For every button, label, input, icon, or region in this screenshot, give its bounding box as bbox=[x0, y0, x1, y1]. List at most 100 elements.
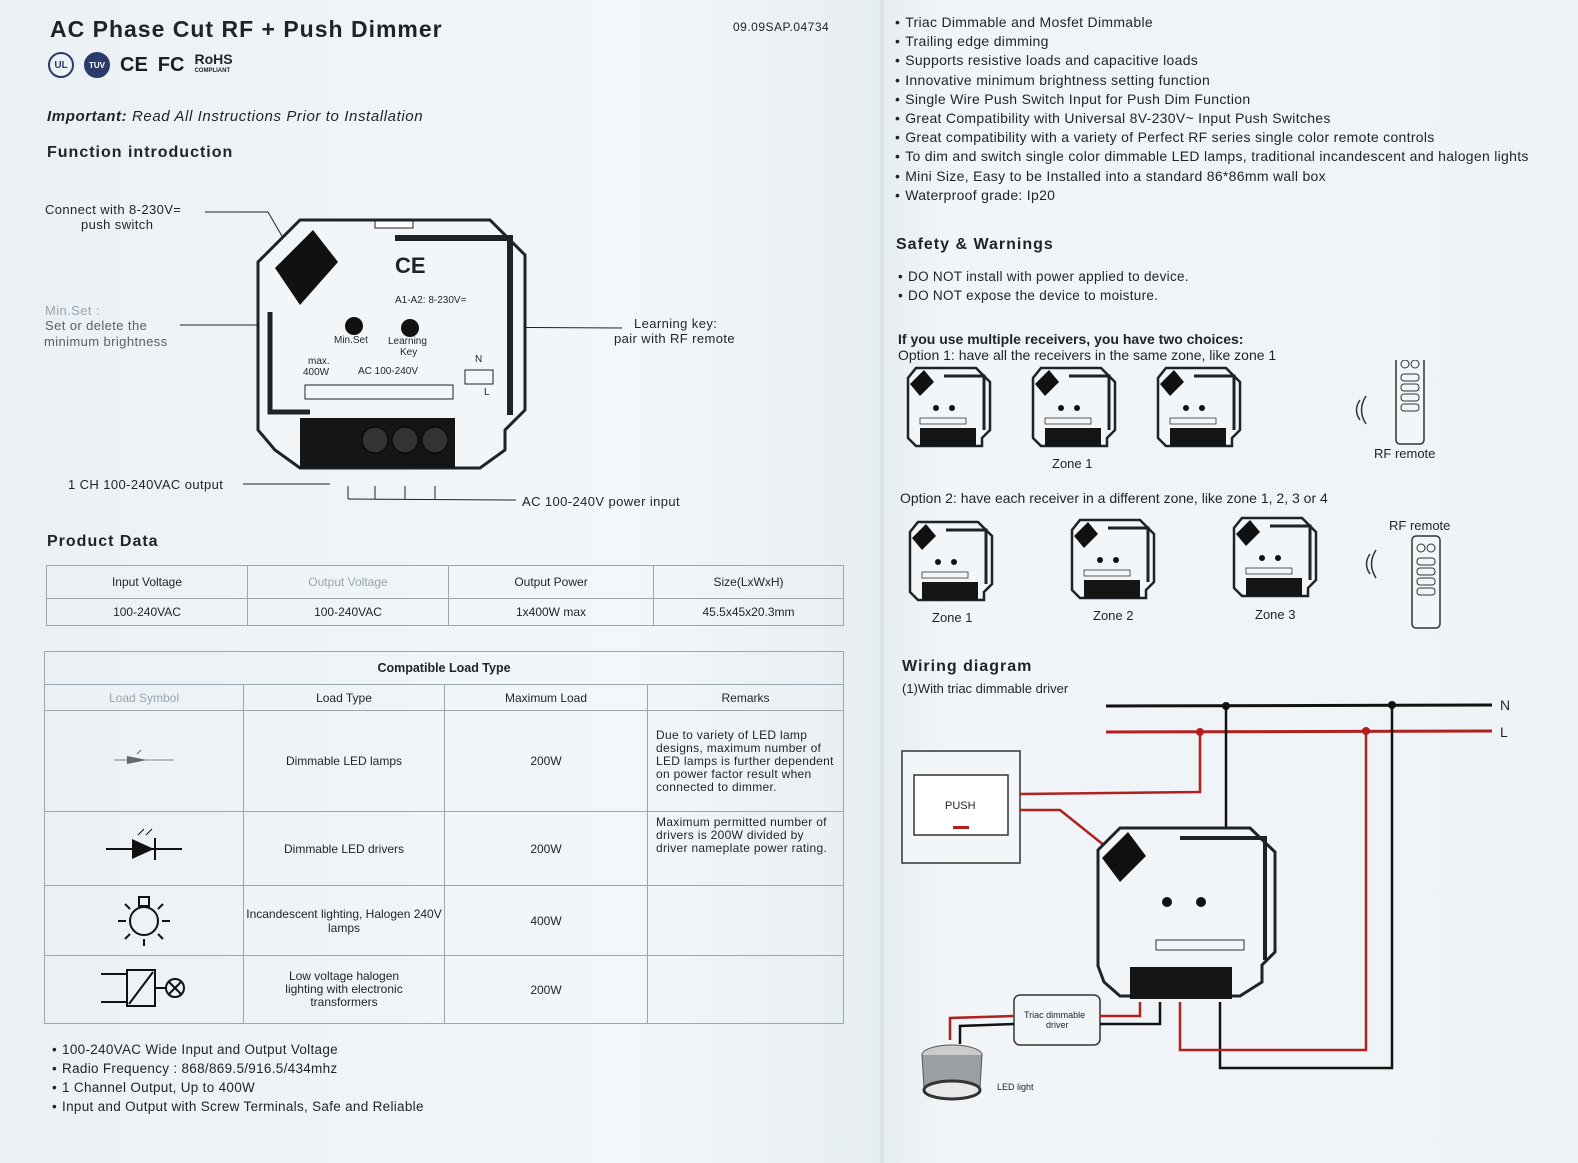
table-row: Dimmable LED drivers 200W Maximum permit… bbox=[44, 811, 844, 886]
ce-cert-icon: CE bbox=[120, 53, 148, 76]
spec-list: 100-240VAC Wide Input and Output Voltage… bbox=[52, 1040, 424, 1116]
spec-item: 100-240VAC Wide Input and Output Voltage bbox=[52, 1040, 424, 1059]
pd-header-output-power: Output Power bbox=[448, 565, 654, 599]
load-type-cell: Incandescent lighting, Halogen 240V lamp… bbox=[243, 885, 445, 956]
paper-fold bbox=[880, 0, 884, 1163]
feature-item: Waterproof grade: Ip20 bbox=[895, 186, 1529, 205]
ul-cert-icon: UL bbox=[48, 52, 74, 78]
safety-heading: Safety & Warnings bbox=[896, 236, 1054, 253]
load-max-cell: 200W bbox=[444, 710, 648, 812]
feature-item: Great Compatibility with Universal 8V-23… bbox=[895, 109, 1529, 128]
output-label: 1 CH 100-240VAC output bbox=[68, 477, 224, 492]
table-row: Incandescent lighting, Halogen 240V lamp… bbox=[44, 885, 844, 956]
function-diagram bbox=[180, 211, 623, 501]
wiring-heading: Wiring diagram bbox=[902, 658, 1033, 675]
zone-label: Zone 2 bbox=[1093, 608, 1134, 623]
minset-label-2: Set or delete the bbox=[45, 318, 148, 333]
load-max-cell: 400W bbox=[444, 885, 648, 956]
wiring-diagram bbox=[901, 701, 1493, 1101]
learning-key-label: Learning key: bbox=[634, 316, 718, 331]
device-key-label: Key bbox=[400, 347, 418, 358]
device-learning-label: Learning bbox=[388, 336, 427, 347]
option2-text: Option 2: have each receiver in a differ… bbox=[900, 490, 1328, 506]
input-label: AC 100-240V power input bbox=[522, 494, 681, 509]
product-data-table: Input Voltage Output Voltage Output Powe… bbox=[46, 565, 844, 626]
load-remarks-cell: Maximum permitted number of drivers is 2… bbox=[647, 811, 844, 886]
led-light-label: LED light bbox=[997, 1082, 1034, 1092]
pd-value-output-power: 1x400W max bbox=[448, 598, 654, 626]
load-max-cell: 200W bbox=[444, 811, 648, 886]
driver-label-2: driver bbox=[1046, 1020, 1069, 1030]
incandescent-bulb-icon bbox=[44, 885, 244, 956]
table-row: Low voltage halogen lighting with electr… bbox=[44, 955, 844, 1024]
tuv-cert-icon: TUV bbox=[84, 52, 110, 78]
fcc-cert-icon: FC bbox=[157, 53, 185, 76]
zone-label: Zone 3 bbox=[1255, 607, 1296, 622]
feature-item: Mini Size, Easy to be Installed into a s… bbox=[895, 167, 1529, 186]
zone-label: Zone 1 bbox=[1052, 456, 1093, 471]
rf-remote-label: RF remote bbox=[1374, 446, 1436, 461]
transformer-icon bbox=[44, 955, 244, 1024]
pd-value-input: 100-240VAC bbox=[46, 598, 248, 626]
device-ce-mark: CE bbox=[395, 253, 426, 278]
connect-label-2: push switch bbox=[81, 217, 154, 232]
push-switch-label: PUSH bbox=[945, 800, 976, 812]
minset-label: Min.Set : bbox=[45, 303, 100, 318]
load-remarks-cell: Due to variety of LED lamp designs, maxi… bbox=[647, 710, 844, 812]
device-maxw-label: 400W bbox=[303, 367, 330, 378]
device-n-label: N bbox=[475, 354, 483, 365]
important-prefix: Important: bbox=[47, 108, 128, 125]
pd-value-output-voltage: 100-240VAC bbox=[247, 598, 449, 626]
device-a1a2-label: A1-A2: 8-230V= bbox=[395, 295, 467, 306]
connect-label: Connect with 8-230V= bbox=[45, 202, 182, 217]
product-data-heading: Product Data bbox=[47, 533, 159, 550]
safety-list: DO NOT install with power applied to dev… bbox=[898, 267, 1189, 305]
load-header-max: Maximum Load bbox=[444, 684, 648, 711]
feature-item: Triac Dimmable and Mosfet Dimmable bbox=[895, 13, 1529, 32]
feature-item: Innovative minimum brightness setting fu… bbox=[895, 71, 1529, 90]
load-header-remarks: Remarks bbox=[647, 684, 844, 711]
feature-item: To dim and switch single color dimmable … bbox=[895, 147, 1529, 166]
minset-label-3: minimum brightness bbox=[44, 334, 168, 349]
load-remarks-cell bbox=[647, 885, 844, 956]
feature-item: Supports resistive loads and capacitive … bbox=[895, 51, 1529, 70]
feature-item: Single Wire Push Switch Input for Push D… bbox=[895, 90, 1529, 109]
function-intro-heading: Function introduction bbox=[47, 144, 234, 161]
option1-text: Option 1: have all the receivers in the … bbox=[898, 347, 1277, 363]
learning-key-label-2: pair with RF remote bbox=[614, 331, 736, 346]
spec-item: Radio Frequency : 868/869.5/916.5/434mhz bbox=[52, 1059, 424, 1078]
neutral-label: N bbox=[1500, 697, 1511, 713]
load-header-type: Load Type bbox=[243, 684, 445, 711]
wiring-subheading: (1)With triac dimmable driver bbox=[902, 681, 1069, 696]
important-notice: Important: Read All Instructions Prior t… bbox=[47, 108, 423, 125]
safety-item: DO NOT expose the device to moisture. bbox=[898, 286, 1189, 305]
device-l-label: L bbox=[484, 387, 490, 398]
page-title: AC Phase Cut RF + Push Dimmer bbox=[50, 16, 443, 42]
safety-item: DO NOT install with power applied to dev… bbox=[898, 267, 1189, 286]
load-type-cell: Dimmable LED drivers bbox=[243, 811, 445, 886]
rf-remote-label-2: RF remote bbox=[1389, 518, 1451, 533]
led-driver-icon bbox=[44, 811, 244, 886]
device-max-label: max. bbox=[308, 356, 330, 367]
receivers-heading: If you use multiple receivers, you have … bbox=[898, 331, 1244, 347]
load-header-symbol: Load Symbol bbox=[44, 684, 244, 711]
led-lamp-icon bbox=[44, 710, 244, 812]
load-remarks-cell bbox=[647, 955, 844, 1024]
spec-item: Input and Output with Screw Terminals, S… bbox=[52, 1097, 424, 1116]
load-max-cell: 200W bbox=[444, 955, 648, 1024]
load-table-title: Compatible Load Type bbox=[44, 651, 844, 685]
feature-item: Trailing edge dimming bbox=[895, 32, 1529, 51]
spec-item: 1 Channel Output, Up to 400W bbox=[52, 1078, 424, 1097]
pd-header-output-voltage: Output Voltage bbox=[247, 565, 449, 599]
device-minset-label: Min.Set bbox=[334, 335, 368, 346]
device-ac-label: AC 100-240V bbox=[358, 366, 419, 377]
pd-header-input: Input Voltage bbox=[46, 565, 248, 599]
feature-list: Triac Dimmable and Mosfet Dimmable Trail… bbox=[895, 13, 1529, 205]
load-type-table: Compatible Load Type Load Symbol Load Ty… bbox=[44, 651, 844, 1024]
pd-value-size: 45.5x45x20.3mm bbox=[653, 598, 844, 626]
load-type-cell: Low voltage halogen lighting with electr… bbox=[243, 955, 445, 1024]
zone-label: Zone 1 bbox=[932, 610, 973, 625]
